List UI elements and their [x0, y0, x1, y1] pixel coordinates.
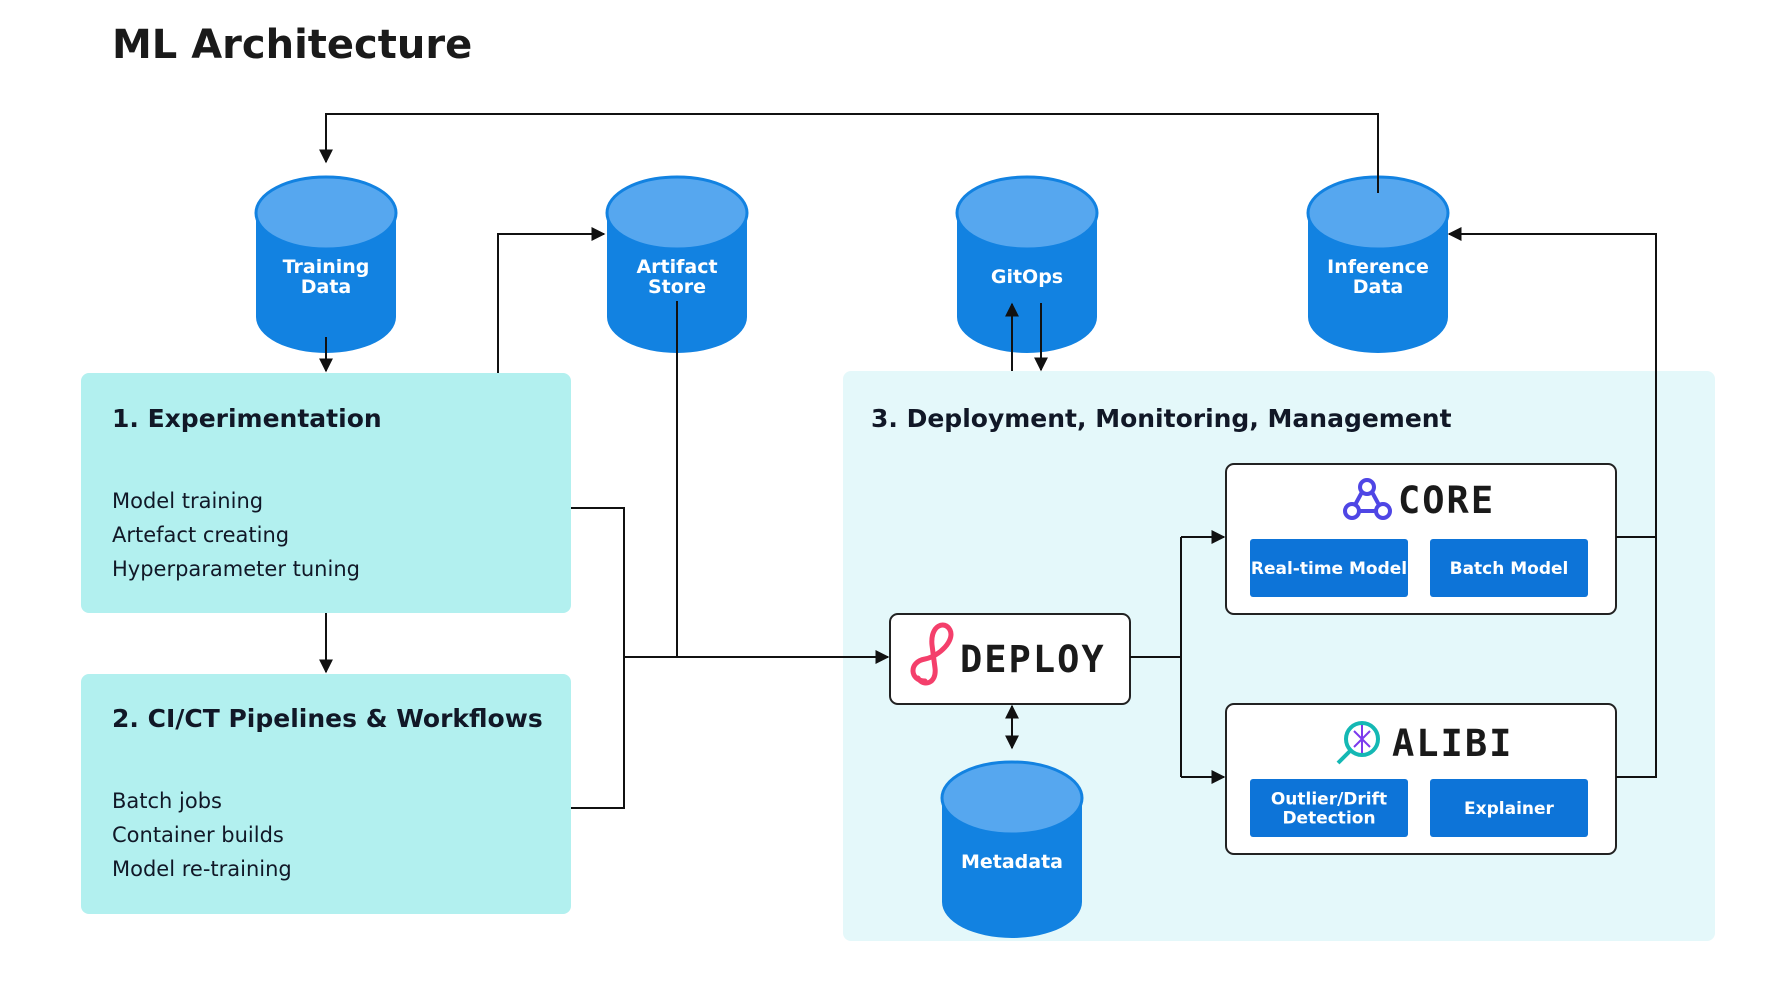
cylinder-body — [256, 213, 396, 353]
button-background — [1430, 539, 1588, 597]
store-label: Metadata — [961, 851, 1063, 873]
cylinder-body — [1308, 213, 1448, 353]
store-label: Artifact — [636, 256, 717, 278]
panel-item: Model re-training — [112, 857, 292, 881]
metadata-store: Metadata — [940, 760, 1084, 938]
store-label: Inference — [1327, 256, 1429, 278]
pipelines-title: 2. CI/CT Pipelines & Workflows — [112, 704, 543, 733]
cylinder-body — [957, 213, 1097, 353]
button-background — [1250, 539, 1408, 597]
button-label: Outlier/Drift — [1271, 790, 1387, 810]
button-label: Batch Model — [1450, 559, 1569, 579]
button-background — [1250, 779, 1408, 837]
store-label: Store — [648, 276, 706, 298]
edge-experimentation-to-artifact — [497, 227, 606, 373]
deploy-label: DEPLOY — [960, 638, 1106, 681]
deploy-component: DEPLOY — [889, 613, 1131, 705]
store-label: Data — [301, 276, 352, 298]
panel-item: Artefact creating — [112, 523, 289, 547]
cylinder-body — [942, 798, 1082, 938]
store-label: Data — [1353, 276, 1404, 298]
cylinder-top — [254, 175, 398, 251]
cylinder-top — [955, 175, 1099, 251]
model-button[interactable]: Batch Model — [1430, 539, 1588, 597]
core-label: CORE — [1398, 479, 1495, 522]
deployment-title: 3. Deployment, Monitoring, Management — [871, 404, 1452, 433]
deploy-logo-icon — [910, 622, 954, 686]
cylinder-body — [607, 213, 747, 353]
core-component: CORE Real-time Model Batch Model — [1225, 463, 1617, 615]
panel-item: Hyperparameter tuning — [112, 557, 360, 581]
connectors — [319, 113, 1657, 809]
page-title: ML Architecture — [112, 22, 472, 68]
panel-item: Container builds — [112, 823, 284, 847]
experimentation-title: 1. Experimentation — [112, 404, 382, 433]
button-label: Explainer — [1464, 799, 1555, 819]
alibi-logo-icon — [1336, 721, 1380, 765]
core-buttons: Real-time Model Batch Model — [1250, 539, 1588, 597]
edge-inference-to-training — [319, 113, 1379, 193]
experimentation-panel — [81, 373, 571, 613]
cylinder-top — [940, 760, 1084, 836]
model-button[interactable]: Real-time Model — [1250, 539, 1408, 597]
cylinder-top — [605, 175, 749, 251]
core-logo-icon — [1343, 478, 1392, 520]
alibi-label: ALIBI — [1392, 722, 1513, 765]
edge-to-inference — [1447, 227, 1657, 778]
store-label: GitOps — [991, 266, 1063, 288]
pipelines-panel — [81, 674, 571, 914]
store-label: Training — [283, 256, 370, 278]
gitops-store: GitOps — [955, 175, 1099, 353]
panel-item: Batch jobs — [112, 789, 222, 813]
button-background — [1430, 779, 1588, 837]
edge-experimentation-pipelines-bus — [571, 507, 625, 809]
model-button[interactable]: Explainer — [1430, 779, 1588, 837]
panel-item: Model training — [112, 489, 263, 513]
button-label: Real-time Model — [1251, 559, 1407, 579]
button-label: Detection — [1282, 809, 1375, 829]
